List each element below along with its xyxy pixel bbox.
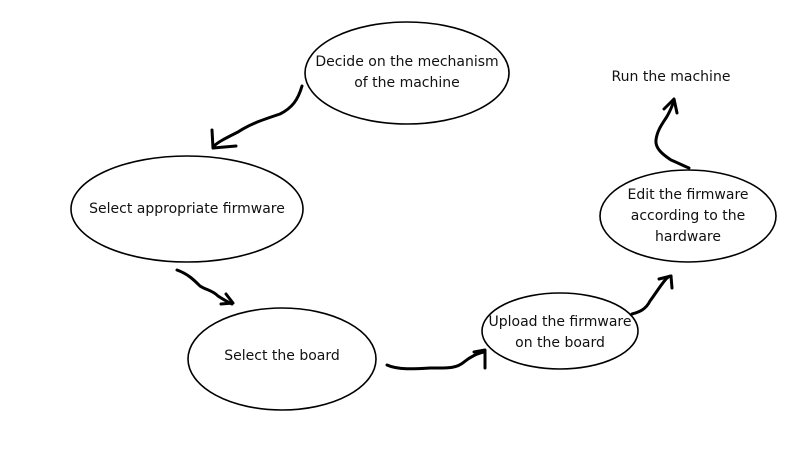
node-decide-line-2: of the machine — [354, 75, 460, 91]
node-edit-line-2: according to the — [630, 208, 746, 224]
node-edit-line-3: hardware — [655, 229, 721, 245]
node-decide-line-1: Decide on the mechanism — [315, 54, 499, 70]
node-decide-label: Decide on the mechanism of the machine — [307, 52, 507, 94]
node-select-firmware-ellipse — [70, 155, 304, 263]
node-select-firmware-label: Select appropriate firmware — [71, 199, 303, 220]
node-select-board-line-1: Select the board — [224, 348, 340, 364]
node-select-board-ellipse — [187, 307, 377, 411]
node-upload-label: Upload the firmware on the board — [482, 312, 638, 354]
node-edit-line-1: Edit the firmware — [627, 187, 749, 203]
arrow-edit-to-run — [654, 97, 691, 170]
node-upload-line-2: on the board — [515, 335, 605, 351]
node-edit-label: Edit the firmware according to the hardw… — [600, 185, 776, 248]
node-upload-line-1: Upload the firmware — [488, 314, 632, 330]
node-upload-ellipse — [481, 292, 639, 370]
node-select-firmware-line-1: Select appropriate firmware — [89, 201, 285, 217]
arrow-decide-to-select-firmware — [210, 84, 304, 150]
arrow-select-firmware-to-board — [175, 268, 235, 306]
arrow-board-to-upload — [385, 348, 487, 371]
node-decide-ellipse — [304, 21, 510, 125]
node-run-label: Run the machine — [604, 67, 738, 88]
arrow-upload-to-edit — [630, 274, 674, 316]
node-run-line-1: Run the machine — [611, 69, 731, 85]
node-edit-ellipse — [599, 169, 777, 263]
node-select-board-label: Select the board — [188, 346, 376, 367]
